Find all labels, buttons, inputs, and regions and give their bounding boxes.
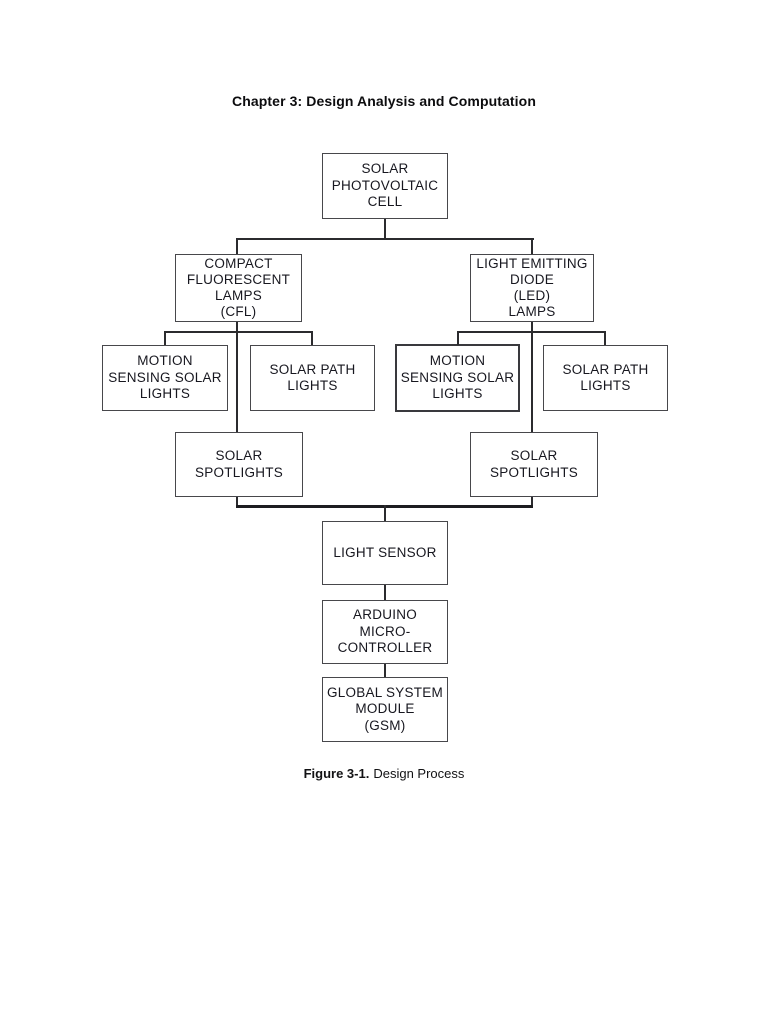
node-solar-path-lights-left: SOLAR PATH LIGHTS [250, 345, 375, 411]
connector-line [604, 331, 606, 345]
connector-line [236, 322, 238, 432]
node-motion-sensing-solar-lights-right: MOTION SENSING SOLAR LIGHTS [395, 344, 520, 412]
connector-line [531, 238, 533, 254]
node-solar-photovoltaic-cell: SOLAR PHOTOVOLTAIC CELL [322, 153, 448, 219]
connector-line [384, 664, 386, 677]
node-light-sensor: LIGHT SENSOR [322, 521, 448, 585]
connector-line [311, 331, 313, 345]
connector-line [457, 331, 459, 345]
node-arduino-microcontroller: ARDUINO MICRO- CONTROLLER [322, 600, 448, 664]
node-motion-sensing-solar-lights-left: MOTION SENSING SOLAR LIGHTS [102, 345, 228, 411]
connector-line [164, 331, 166, 345]
figure-caption-label: Figure 3-1. [303, 766, 370, 781]
node-solar-path-lights-right: SOLAR PATH LIGHTS [543, 345, 668, 411]
figure-caption-text: Design Process [373, 766, 465, 781]
connector-line [164, 331, 313, 333]
node-gsm-module: GLOBAL SYSTEM MODULE (GSM) [322, 677, 448, 742]
connector-line [531, 497, 533, 507]
node-compact-fluorescent-lamps: COMPACT FLUORESCENT LAMPS (CFL) [175, 254, 302, 322]
node-solar-spotlights-right: SOLAR SPOTLIGHTS [470, 432, 598, 497]
connector-line [236, 238, 238, 254]
chapter-heading: Chapter 3: Design Analysis and Computati… [232, 93, 536, 109]
connector-line [384, 219, 386, 240]
node-solar-spotlights-left: SOLAR SPOTLIGHTS [175, 432, 303, 497]
connector-line [457, 331, 606, 333]
connector-line [384, 505, 386, 521]
connector-line [384, 585, 386, 600]
connector-line [531, 322, 533, 432]
connector-line [236, 238, 534, 240]
node-led-lamps: LIGHT EMITTING DIODE (LED) LAMPS [470, 254, 594, 322]
connector-line [236, 497, 238, 507]
figure-caption: Figure 3-1.Design Process [304, 766, 465, 781]
